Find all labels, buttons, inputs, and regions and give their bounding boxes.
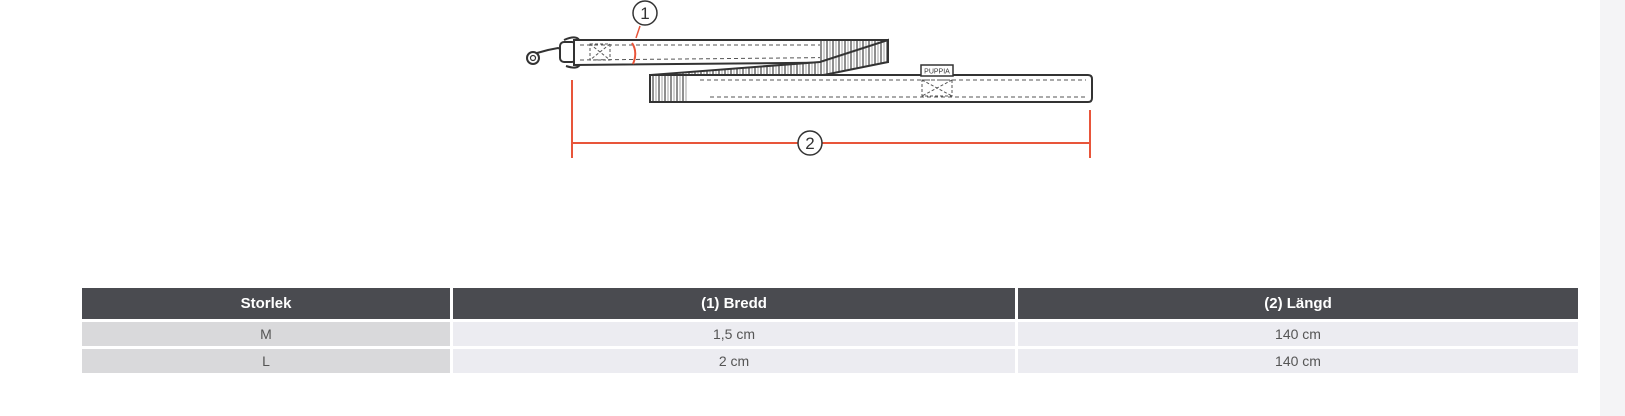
table-cell-size: M [82,322,450,346]
length-dimension: 2 [571,80,1091,158]
length-callout-label: 2 [805,134,814,153]
header-storlek: Storlek [82,288,450,319]
table-cell-length: 140 cm [1018,349,1578,373]
lower-strap: PUPPIA [649,64,1093,103]
brand-tag-text: PUPPIA [924,69,950,76]
table-cell-length: 140 cm [1018,322,1578,346]
table-cell-size: L [82,349,450,373]
leash-diagram: PUPPIA 1 2 [520,0,1140,170]
table-cell-width: 1,5 cm [453,322,1015,346]
width-callout: 1 [631,0,658,65]
header-bredd: (1) Bredd [453,288,1015,319]
header-langd: (2) Längd [1018,288,1578,319]
clasp-hook [526,36,581,69]
scrollbar-track[interactable] [1600,0,1625,416]
size-table: Storlek (1) Bredd (2) Längd M 1,5 cm 140… [82,288,1578,373]
width-callout-label: 1 [640,4,649,23]
table-cell-width: 2 cm [453,349,1015,373]
